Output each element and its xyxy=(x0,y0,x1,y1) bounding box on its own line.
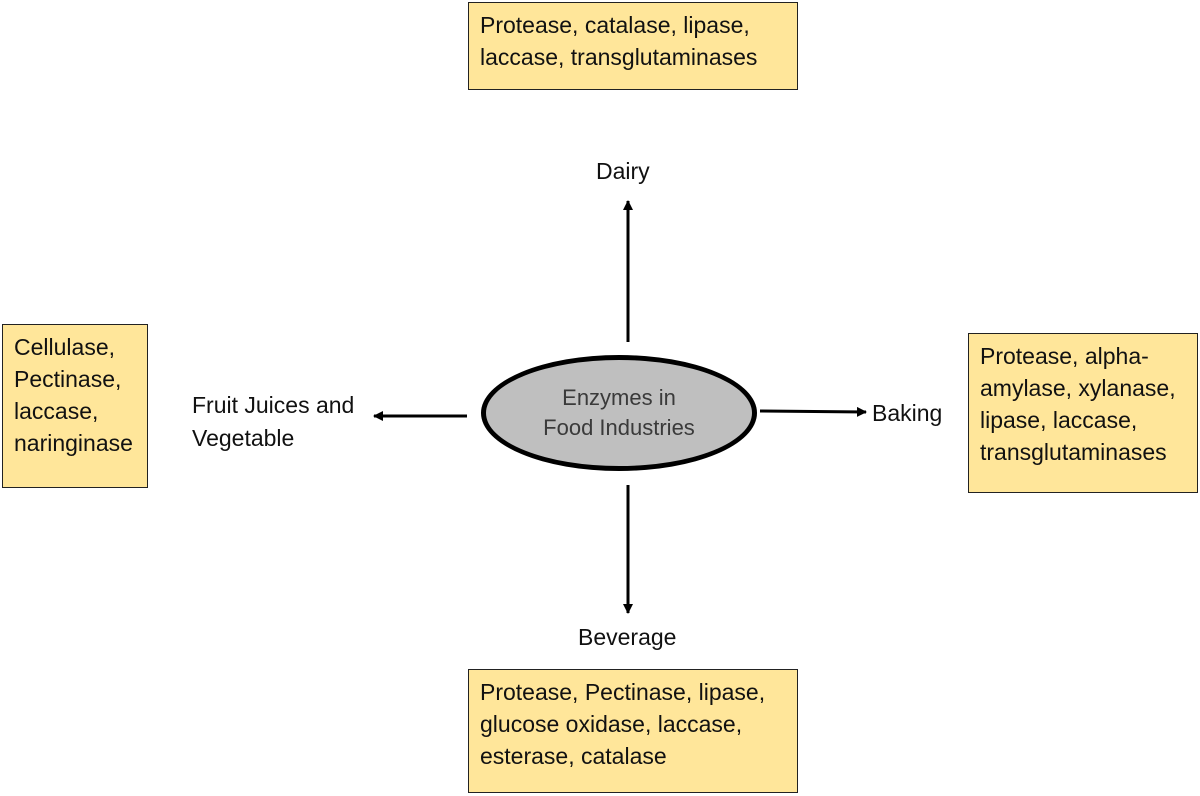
center-line-2: Food Industries xyxy=(543,415,695,440)
baking-enzymes-line-4: transglutaminases xyxy=(980,439,1167,465)
fruit-label: Fruit Juices and Vegetable xyxy=(192,389,354,455)
beverage-enzymes-line-1: Protease, Pectinase, lipase, xyxy=(480,679,766,705)
beverage-enzymes-box: Protease, Pectinase, lipase, glucose oxi… xyxy=(468,669,798,793)
center-line-1: Enzymes in xyxy=(562,385,676,410)
beverage-enzymes-line-2: glucose oxidase, laccase, xyxy=(480,711,743,737)
beverage-label-line-1: Beverage xyxy=(578,624,677,650)
fruit-enzymes-line-2: Pectinase, xyxy=(14,366,122,392)
arrow-to-baking xyxy=(759,406,867,417)
baking-label-line-1: Baking xyxy=(872,400,943,426)
baking-label: Baking xyxy=(872,399,942,427)
fruit-enzymes-line-4: naringinase xyxy=(14,430,133,456)
fruit-enzymes-line-3: laccase, xyxy=(14,398,99,424)
center-node: Enzymes in Food Industries xyxy=(481,355,757,471)
baking-enzymes-line-1: Protease, alpha- xyxy=(980,343,1149,369)
fruit-label-line-1: Fruit Juices and xyxy=(192,392,355,418)
beverage-enzymes-line-3: esterase, catalase xyxy=(480,743,667,769)
baking-enzymes-line-2: amylase, xylanase, xyxy=(980,375,1176,401)
fruit-label-line-2: Vegetable xyxy=(192,425,295,451)
fruit-enzymes-line-1: Cellulase, xyxy=(14,334,115,360)
baking-enzymes-line-3: lipase, laccase, xyxy=(980,407,1138,433)
dairy-label-line-1: Dairy xyxy=(596,158,650,184)
baking-enzymes-box: Protease, alpha- amylase, xylanase, lipa… xyxy=(968,333,1198,493)
beverage-label: Beverage xyxy=(578,623,676,651)
fruit-enzymes-box: Cellulase, Pectinase, laccase, naringina… xyxy=(2,324,148,488)
dairy-label: Dairy xyxy=(596,157,650,185)
dairy-enzymes-line-1: Protease, catalase, lipase, xyxy=(480,12,750,38)
dairy-enzymes-line-2: laccase, transglutaminases xyxy=(480,44,758,70)
dairy-enzymes-box: Protease, catalase, lipase, laccase, tra… xyxy=(468,2,798,90)
